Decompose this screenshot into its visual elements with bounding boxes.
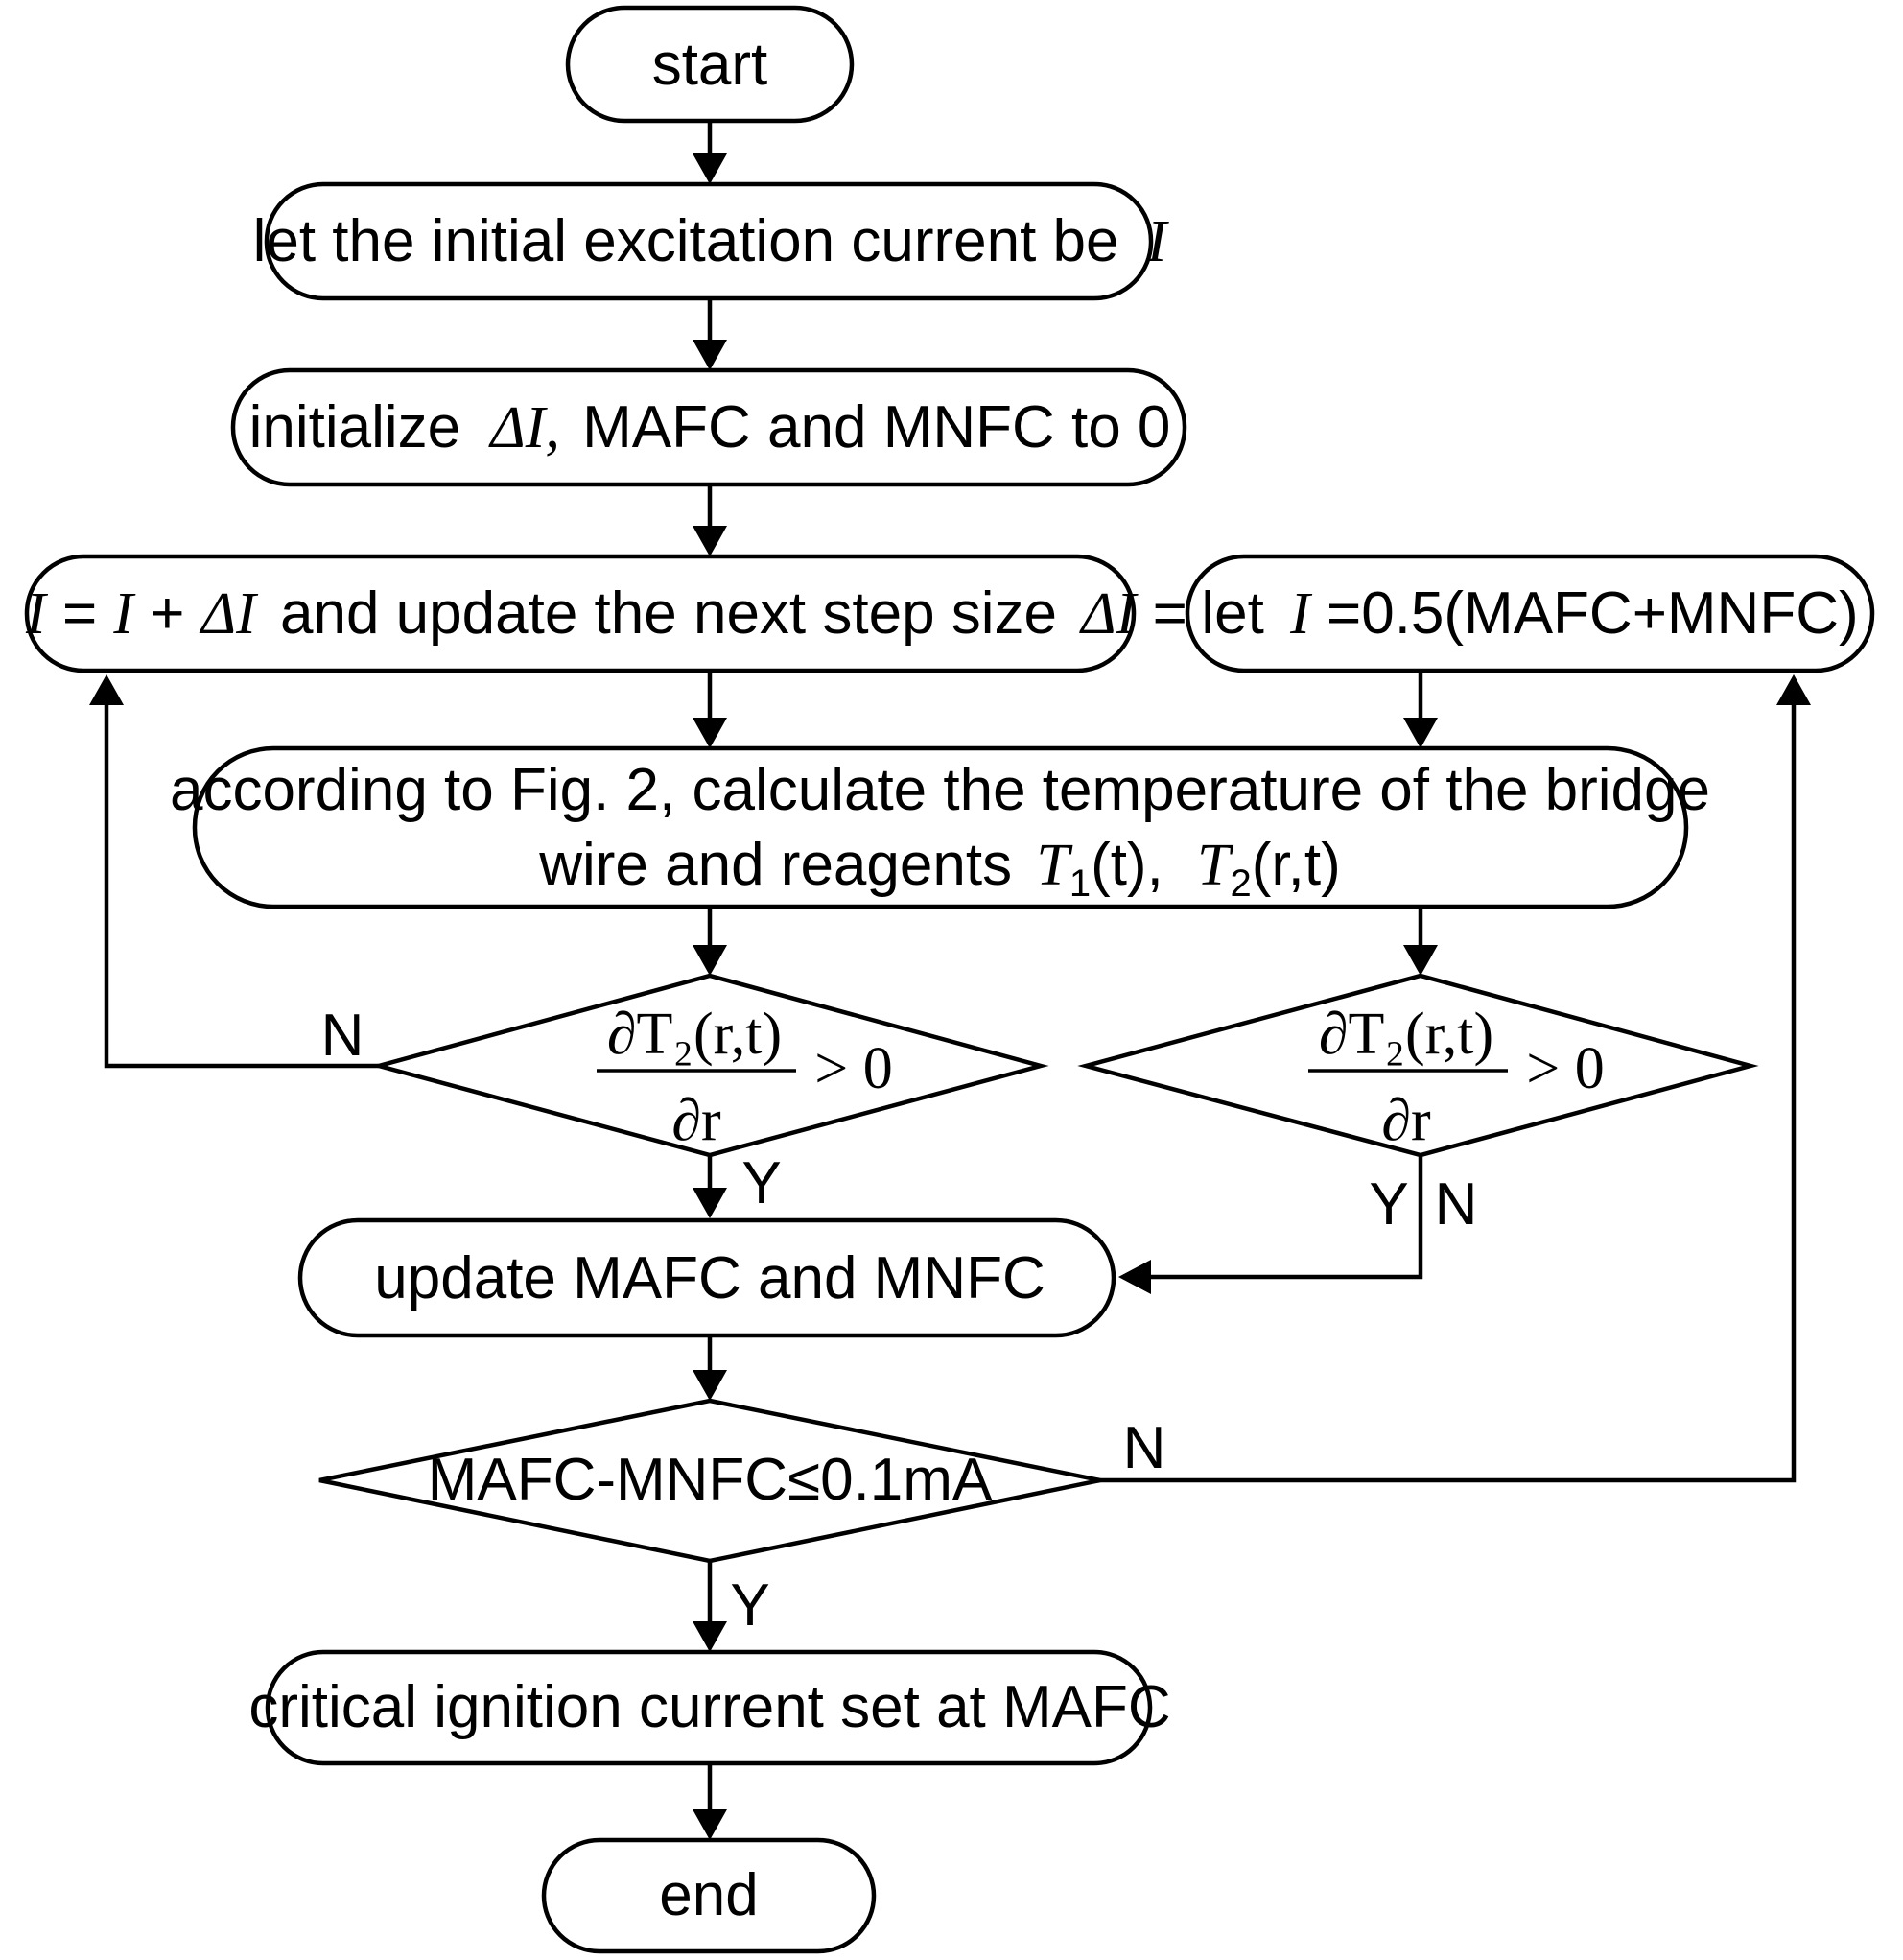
- step-eq2: =: [1153, 580, 1187, 647]
- arrowhead: [1403, 945, 1438, 976]
- init-current-variable: I: [1146, 209, 1170, 274]
- svg-text:let the initial excitation cur: let the initial excitation current be I: [253, 208, 1170, 274]
- svg-text:let I =0.5(MAFC+MN: let I =0.5(MAFC+MNFC): [1201, 580, 1858, 647]
- edge-label-converge-no: N: [1123, 1415, 1166, 1481]
- arrowhead: [1403, 718, 1438, 748]
- calc-T1-sub: 1: [1069, 862, 1091, 905]
- calc-T1-arg: (t),: [1091, 832, 1163, 898]
- bisect-var: I: [1289, 581, 1313, 647]
- edges: [89, 121, 1811, 1840]
- arrowhead: [693, 1621, 727, 1652]
- edge-label-left-no: N: [321, 1003, 364, 1069]
- calc-T1: T: [1036, 833, 1073, 898]
- step-plus: +: [150, 580, 184, 647]
- step-label-b: and update the next step size: [280, 580, 1057, 647]
- initialize-delta: ΔI,: [487, 395, 560, 460]
- converge-label: MAFC-MNFC≤0.1mA: [428, 1447, 993, 1513]
- step-delta: ΔI: [199, 581, 259, 647]
- arrowhead: [693, 340, 727, 370]
- left-cond-denominator: ∂r: [671, 1088, 721, 1153]
- init-current-label: let the initial excitation current be: [253, 208, 1119, 274]
- right-cond-denominator: ∂r: [1381, 1088, 1431, 1153]
- convergence-condition: MAFC-MNFC≤0.1mA: [318, 1398, 1101, 1564]
- initialize-label-a: initialize: [249, 394, 461, 460]
- arrowhead: [693, 945, 727, 976]
- bisect-label-a: let: [1201, 580, 1263, 647]
- left-cond-relation: > 0: [814, 1036, 892, 1101]
- calc-T2-arg: (r,t): [1252, 832, 1341, 898]
- initialize-label-b: MAFC and MNFC to 0: [582, 394, 1170, 460]
- step-eq: =: [62, 580, 97, 647]
- arrowhead: [1776, 674, 1811, 705]
- left-gradient-condition: ∂T₂(r,t) ∂r > 0: [370, 973, 1049, 1158]
- arrowhead: [1118, 1260, 1151, 1294]
- edge-label-converge-yes: Y: [730, 1572, 769, 1639]
- arrowhead: [693, 1809, 727, 1840]
- calc-T2-sub: 2: [1231, 862, 1252, 905]
- edge-label-left-yes: Y: [741, 1150, 781, 1216]
- start-label: start: [652, 32, 768, 98]
- svg-text:let I = I: let I = I + ΔI and update the next step …: [0, 580, 1227, 647]
- svg-text:wire and reagents T1(t),: wire and reagents T1(t), T2(r,t): [538, 832, 1341, 905]
- end-terminal: end: [541, 1837, 877, 1954]
- edge-label-right-no: N: [1435, 1171, 1478, 1238]
- bisect-step: let I =0.5(MAFC+MNFC): [1185, 554, 1875, 673]
- left-cond-numerator: ∂T₂(r,t): [607, 1002, 782, 1067]
- edge-converge-no-loop: [1100, 705, 1797, 1483]
- edge-left-cond-no-loop: [104, 705, 379, 1069]
- right-cond-numerator: ∂T₂(r,t): [1319, 1002, 1493, 1067]
- update-step: update MAFC and MNFC: [297, 1217, 1116, 1338]
- edge-label-right-yes: Y: [1369, 1171, 1408, 1238]
- arrowhead: [693, 718, 727, 748]
- result-label: critical ignition current set at MAFC: [248, 1674, 1170, 1740]
- step-delta2: ΔI: [1078, 581, 1139, 647]
- arrowhead: [693, 526, 727, 556]
- arrowhead: [89, 674, 124, 705]
- initialize-step: initialize ΔI, MAFC and MNFC to 0: [230, 367, 1187, 487]
- calc-line2-label: wire and reagents: [538, 832, 1012, 898]
- edge-right-cond-to-update: [1151, 1155, 1423, 1280]
- end-label: end: [659, 1862, 758, 1928]
- update-label: update MAFC and MNFC: [374, 1245, 1045, 1311]
- start-terminal: start: [565, 5, 855, 124]
- calc-line1: according to Fig. 2, calculate the tempe…: [170, 757, 1710, 823]
- calc-T2: T: [1197, 833, 1234, 898]
- calculate-temperature-step: according to Fig. 2, calculate the tempe…: [170, 745, 1710, 909]
- bisect-label-b: =0.5(MAFC+MNFC): [1327, 580, 1859, 647]
- step-var2: I: [112, 581, 136, 647]
- arrowhead: [693, 153, 727, 184]
- svg-text:initialize ΔI, MAF: initialize ΔI, MAFC and MNFC to 0: [249, 394, 1171, 460]
- step-update: let I = I + ΔI and update the next step …: [0, 554, 1227, 673]
- init-current-step: let the initial excitation current be I: [253, 181, 1170, 301]
- result-step: critical ignition current set at MAFC: [248, 1649, 1171, 1766]
- step-var1: I: [25, 581, 49, 647]
- arrowhead: [693, 1370, 727, 1401]
- right-cond-relation: > 0: [1526, 1036, 1604, 1101]
- arrowhead: [693, 1188, 727, 1218]
- right-gradient-condition: ∂T₂(r,t) ∂r > 0: [1077, 973, 1759, 1158]
